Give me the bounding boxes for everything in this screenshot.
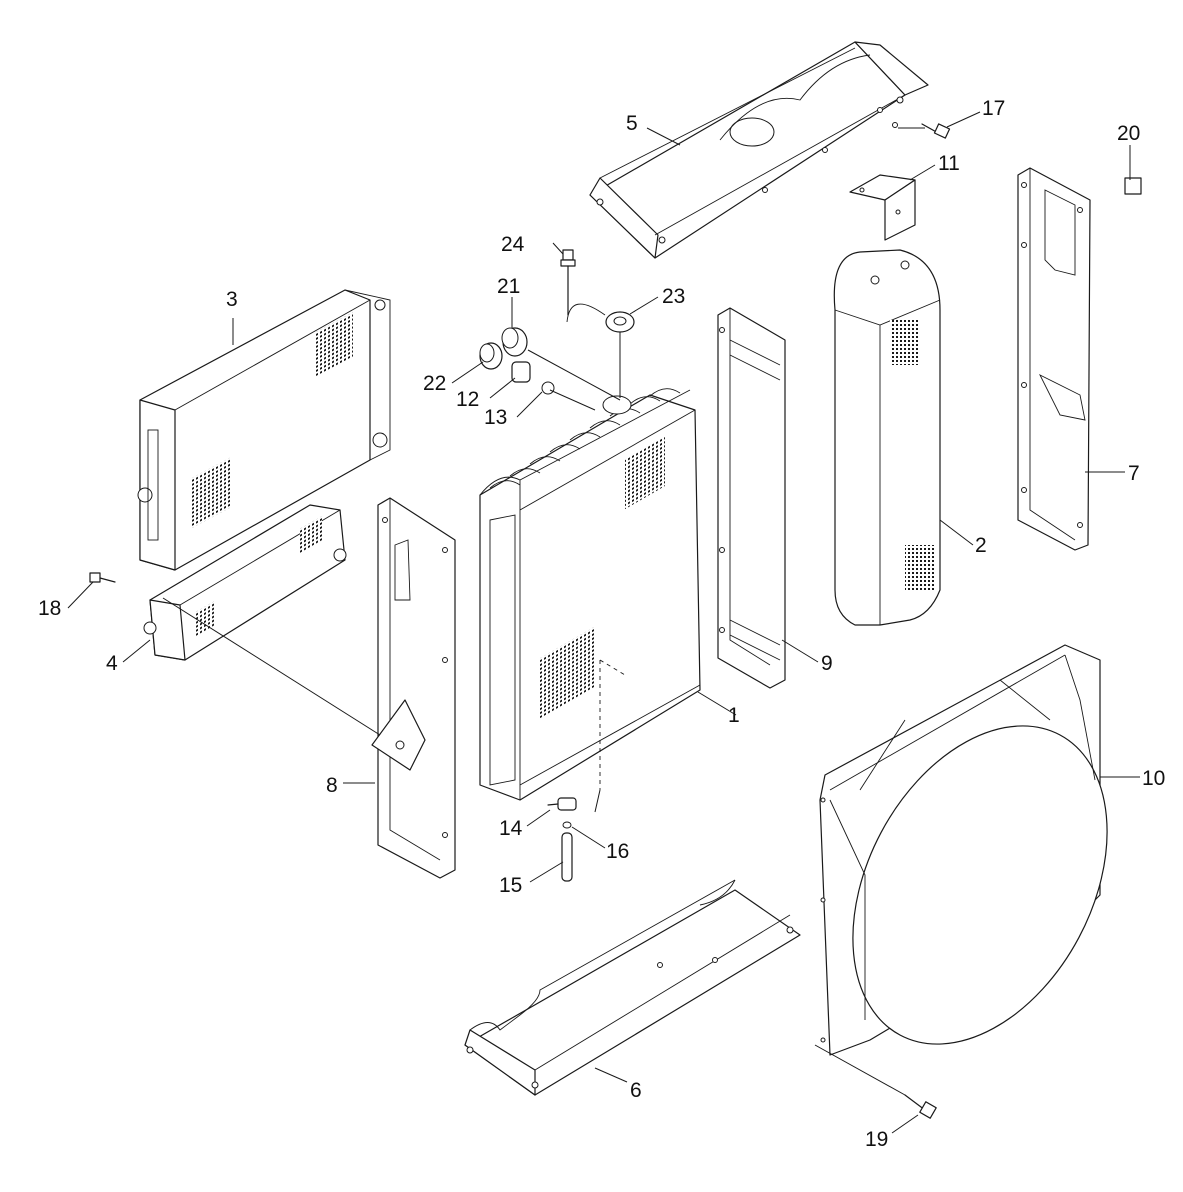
callout-4: 4 xyxy=(106,652,118,675)
part-9-middle-frame xyxy=(717,307,786,689)
part-14-valve xyxy=(547,797,577,811)
callout-7: 7 xyxy=(1128,462,1140,485)
callout-15: 15 xyxy=(499,874,522,897)
part-12-bushing xyxy=(511,361,531,383)
part-16-o-ring xyxy=(562,821,572,829)
callout-24: 24 xyxy=(501,233,525,256)
callout-2: 2 xyxy=(975,534,987,557)
callout-23: 23 xyxy=(662,285,685,308)
part-20-plate xyxy=(1124,177,1142,195)
callout-labels: 1 2 3 4 5 6 7 8 9 10 11 12 13 14 15 16 1… xyxy=(38,97,1165,1151)
part-10-fan-shroud xyxy=(819,644,1108,1056)
callout-9: 9 xyxy=(821,652,833,675)
part-18-bolt xyxy=(89,572,116,583)
callout-5: 5 xyxy=(626,112,638,135)
part-15-pipe xyxy=(561,832,573,882)
part-8-left-side-frame xyxy=(371,497,456,879)
callout-3: 3 xyxy=(226,288,238,311)
callout-8: 8 xyxy=(326,774,338,797)
part-1-radiator xyxy=(479,388,701,801)
callout-6: 6 xyxy=(630,1079,642,1102)
callout-11: 11 xyxy=(938,152,960,175)
callout-1: 1 xyxy=(728,704,740,727)
callout-13: 13 xyxy=(484,406,507,429)
callout-10: 10 xyxy=(1142,767,1165,790)
callout-18: 18 xyxy=(38,597,61,620)
callout-21: 21 xyxy=(497,275,520,298)
part-22-hose xyxy=(479,342,503,370)
callout-16: 16 xyxy=(606,840,629,863)
callout-20: 20 xyxy=(1117,122,1140,145)
callout-12: 12 xyxy=(456,388,479,411)
part-13-ring xyxy=(541,381,555,395)
part-11-bracket xyxy=(849,174,916,241)
part-21-hose xyxy=(501,327,528,357)
callout-19: 19 xyxy=(865,1128,888,1151)
callout-17: 17 xyxy=(982,97,1005,120)
part-24-bolt xyxy=(560,249,576,316)
part-5-top-support-beam xyxy=(589,41,929,259)
part-3-oil-cooler xyxy=(137,289,391,571)
part-19-bolt xyxy=(904,1094,937,1119)
part-6-bottom-support-beam xyxy=(464,879,801,1096)
callout-14: 14 xyxy=(499,817,523,840)
part-4-small-cooler xyxy=(143,504,347,661)
part-2-intercooler xyxy=(833,249,941,626)
part-17-bolt xyxy=(921,123,951,139)
part-7-right-side-frame xyxy=(1017,167,1091,551)
callout-22: 22 xyxy=(423,372,446,395)
part-23-cap xyxy=(566,303,635,333)
leader-lines xyxy=(67,111,1140,1134)
